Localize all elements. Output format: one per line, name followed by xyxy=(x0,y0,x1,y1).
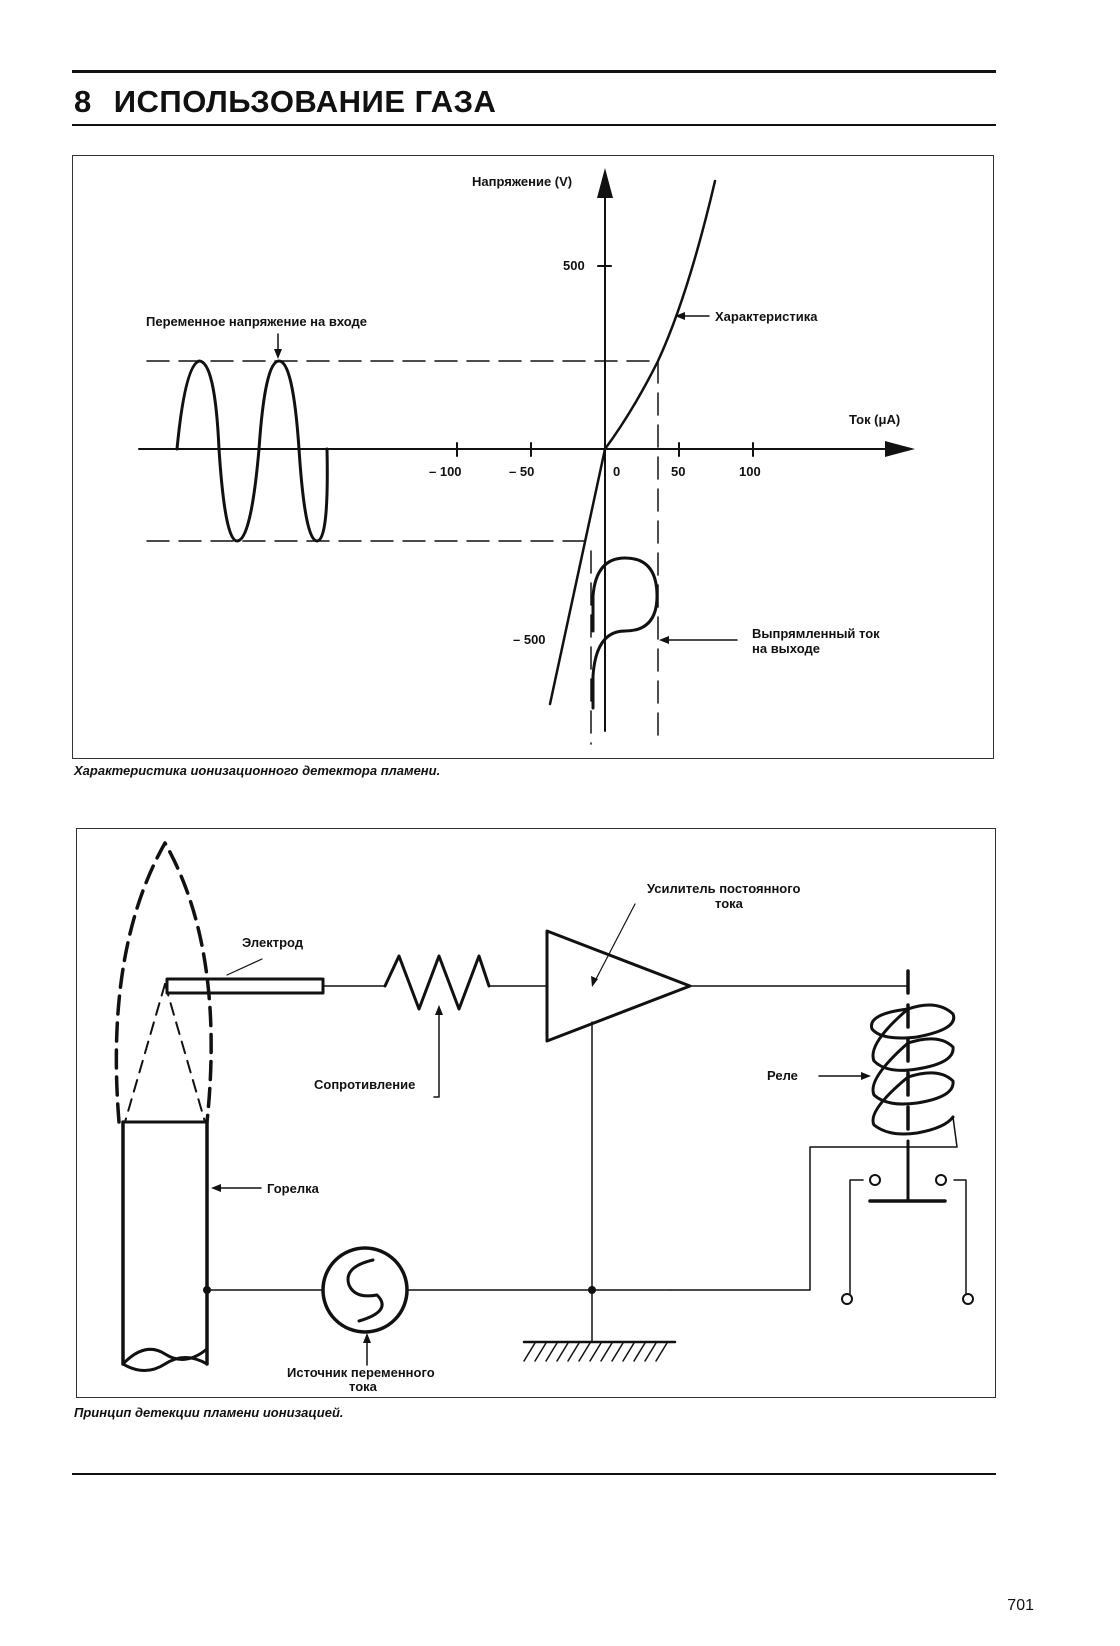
x-tick-label-neg100: – 100 xyxy=(429,464,462,479)
output-rectified-wave xyxy=(591,556,659,710)
y-axis-arrow xyxy=(597,168,613,198)
x-tick-label-neg50: – 50 xyxy=(509,464,534,479)
burner-label: Горелка xyxy=(267,1181,320,1196)
y-tick-label-neg500: – 500 xyxy=(513,632,546,647)
input-voltage-label: Переменное напряжение на входе xyxy=(146,314,367,329)
relay-terminal-left xyxy=(841,1293,853,1305)
footer-rule xyxy=(72,1473,996,1475)
figure1-frame: Напряжение (V) Ток (μA) 500 – 500 – 100 … xyxy=(72,155,994,759)
electrode-label-pointer xyxy=(226,958,263,976)
inner-flame-left xyxy=(124,983,166,1123)
heading-underline xyxy=(72,124,996,126)
amplifier-label-line2: тока xyxy=(715,896,744,911)
characteristic-label: Характеристика xyxy=(715,309,818,324)
figure2-caption: Принцип детекции пламени ионизацией. xyxy=(74,1405,344,1420)
inner-flame-right xyxy=(164,983,206,1123)
chapter-heading: 8 ИСПОЛЬЗОВАНИЕ ГАЗА xyxy=(74,84,496,120)
chapter-number: 8 xyxy=(74,84,92,119)
input-sine-wave xyxy=(175,359,329,543)
x-axis-arrow xyxy=(885,441,915,457)
x-tick-label-100: 100 xyxy=(739,464,761,479)
junction-burner xyxy=(203,1286,211,1294)
figure2-frame: Электрод Сопротивление Усилитель постоян… xyxy=(76,828,996,1398)
y-axis-label: Напряжение (V) xyxy=(472,174,572,189)
ac-source-symbol xyxy=(346,1258,384,1323)
resistor xyxy=(383,954,491,1011)
flame-outline xyxy=(114,841,213,1124)
amplifier-label-line1: Усилитель постоянного xyxy=(647,881,800,896)
relay-terminal-right xyxy=(962,1293,974,1305)
amplifier-label-pointer xyxy=(594,903,636,982)
resistor-label: Сопротивление xyxy=(314,1077,415,1092)
ground-hatch xyxy=(523,1342,668,1362)
top-rule xyxy=(72,70,996,73)
relay-label: Реле xyxy=(767,1068,798,1083)
figure1-caption: Характеристика ионизационного детектора … xyxy=(74,763,441,778)
resistor-label-pointer xyxy=(433,1010,440,1098)
relay-coil xyxy=(869,1003,956,1136)
figure2-circuit: Электрод Сопротивление Усилитель постоян… xyxy=(114,841,974,1394)
relay-contact-right xyxy=(953,1179,967,1295)
y-tick-label-500: 500 xyxy=(563,258,585,273)
burner-break xyxy=(121,1347,209,1372)
page-number: 701 xyxy=(1007,1597,1034,1614)
figure1-diagram: Напряжение (V) Ток (μA) 500 – 500 – 100 … xyxy=(138,168,915,745)
characteristic-curve xyxy=(548,179,717,706)
electrode-label: Электрод xyxy=(242,935,304,950)
relay-contact-left xyxy=(849,1179,864,1295)
chapter-title: ИСПОЛЬЗОВАНИЕ ГАЗА xyxy=(113,84,497,119)
electrode xyxy=(165,977,325,995)
ac-source xyxy=(321,1246,409,1334)
amplifier xyxy=(545,929,692,1043)
output-label-line1: Выпрямленный ток xyxy=(752,626,880,641)
x-tick-label-0: 0 xyxy=(613,464,620,479)
output-label-line2: на выходе xyxy=(752,641,820,656)
x-tick-label-50: 50 xyxy=(671,464,685,479)
source-label-line1: Источник переменного xyxy=(287,1365,435,1380)
source-label-line2: тока xyxy=(349,1379,378,1394)
x-axis-label: Ток (μA) xyxy=(849,412,900,427)
